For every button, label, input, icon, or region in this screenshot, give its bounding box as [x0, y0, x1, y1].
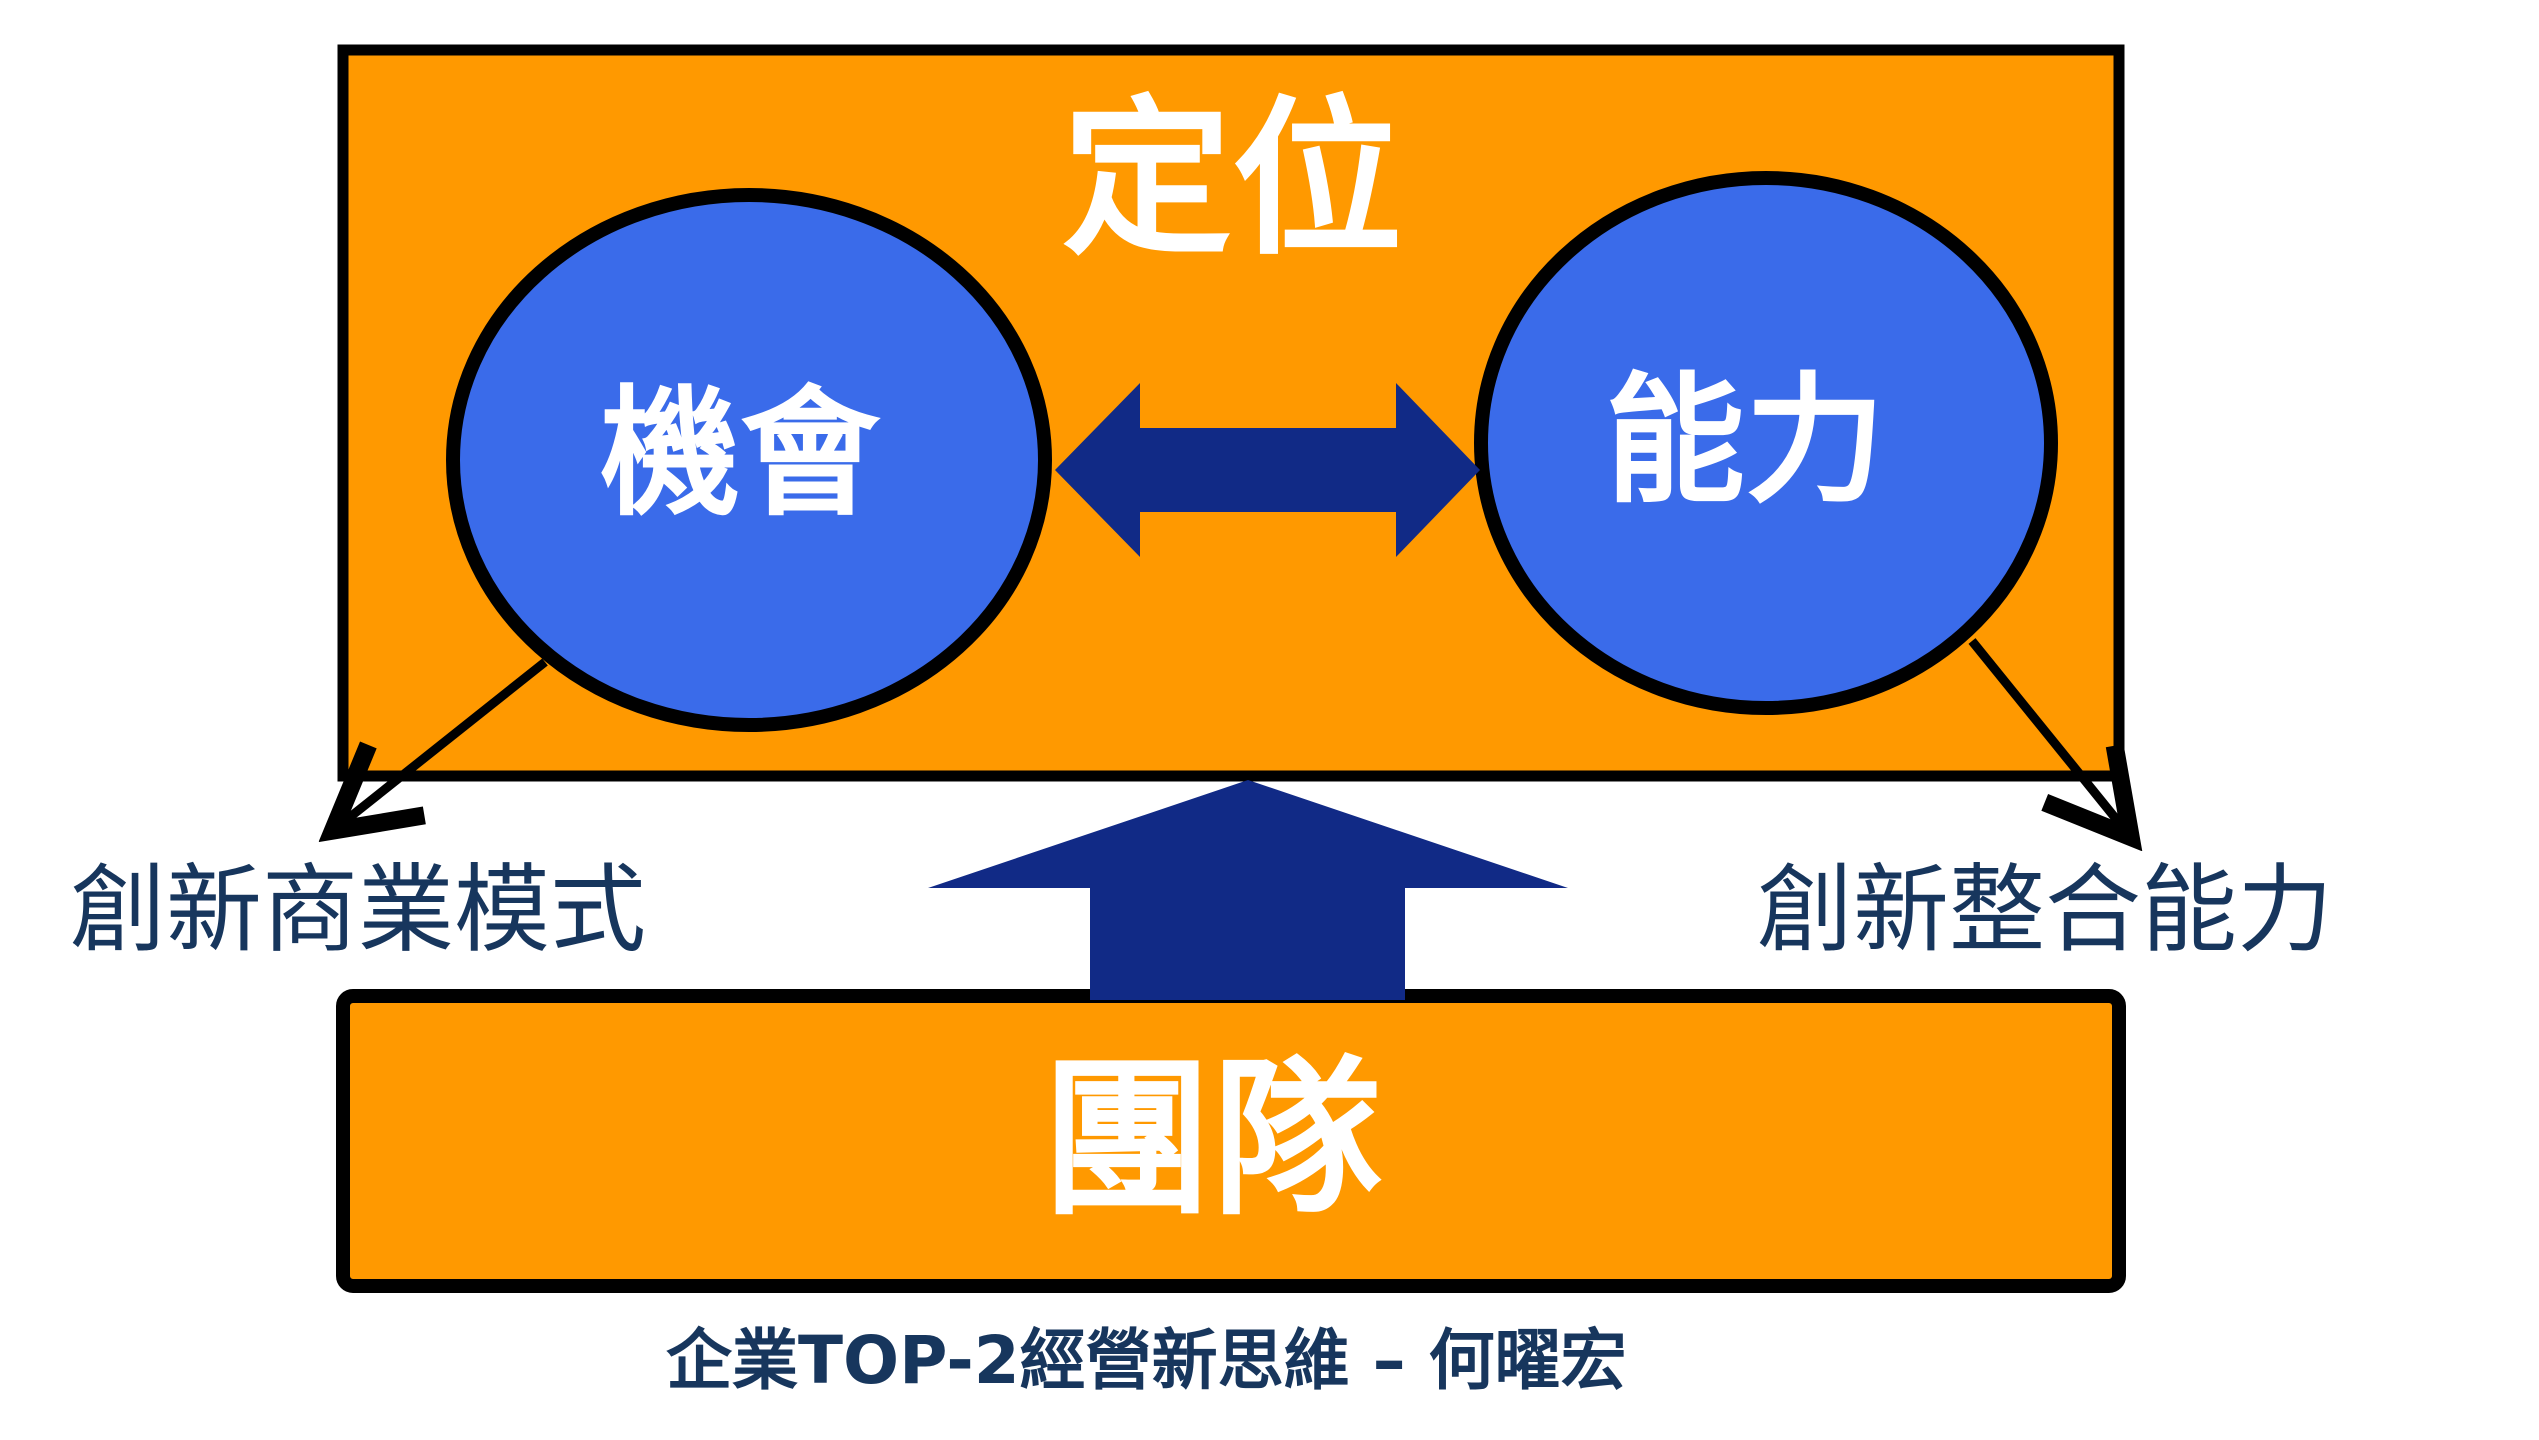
capability-label: 能力 [1605, 360, 1886, 523]
double-arrow [1055, 383, 1480, 557]
up-arrow [928, 780, 1568, 1000]
capability-circle [1474, 171, 2058, 715]
opportunity-circle [446, 188, 1052, 732]
arrow-to-integration-capability [1968, 638, 2125, 830]
team-label: 團隊 [1042, 1041, 1383, 1239]
arrow-to-business-model [340, 658, 548, 825]
positioning-label: 定位 [1062, 81, 1403, 279]
integration-capability-label: 創新整合能力 [1757, 854, 2333, 966]
footer-caption: 企業TOP-2經營新思維 – 何曜宏 [666, 1322, 1627, 1399]
opportunity-label: 機會 [600, 373, 881, 536]
business-model-label: 創新商業模式 [70, 854, 646, 966]
